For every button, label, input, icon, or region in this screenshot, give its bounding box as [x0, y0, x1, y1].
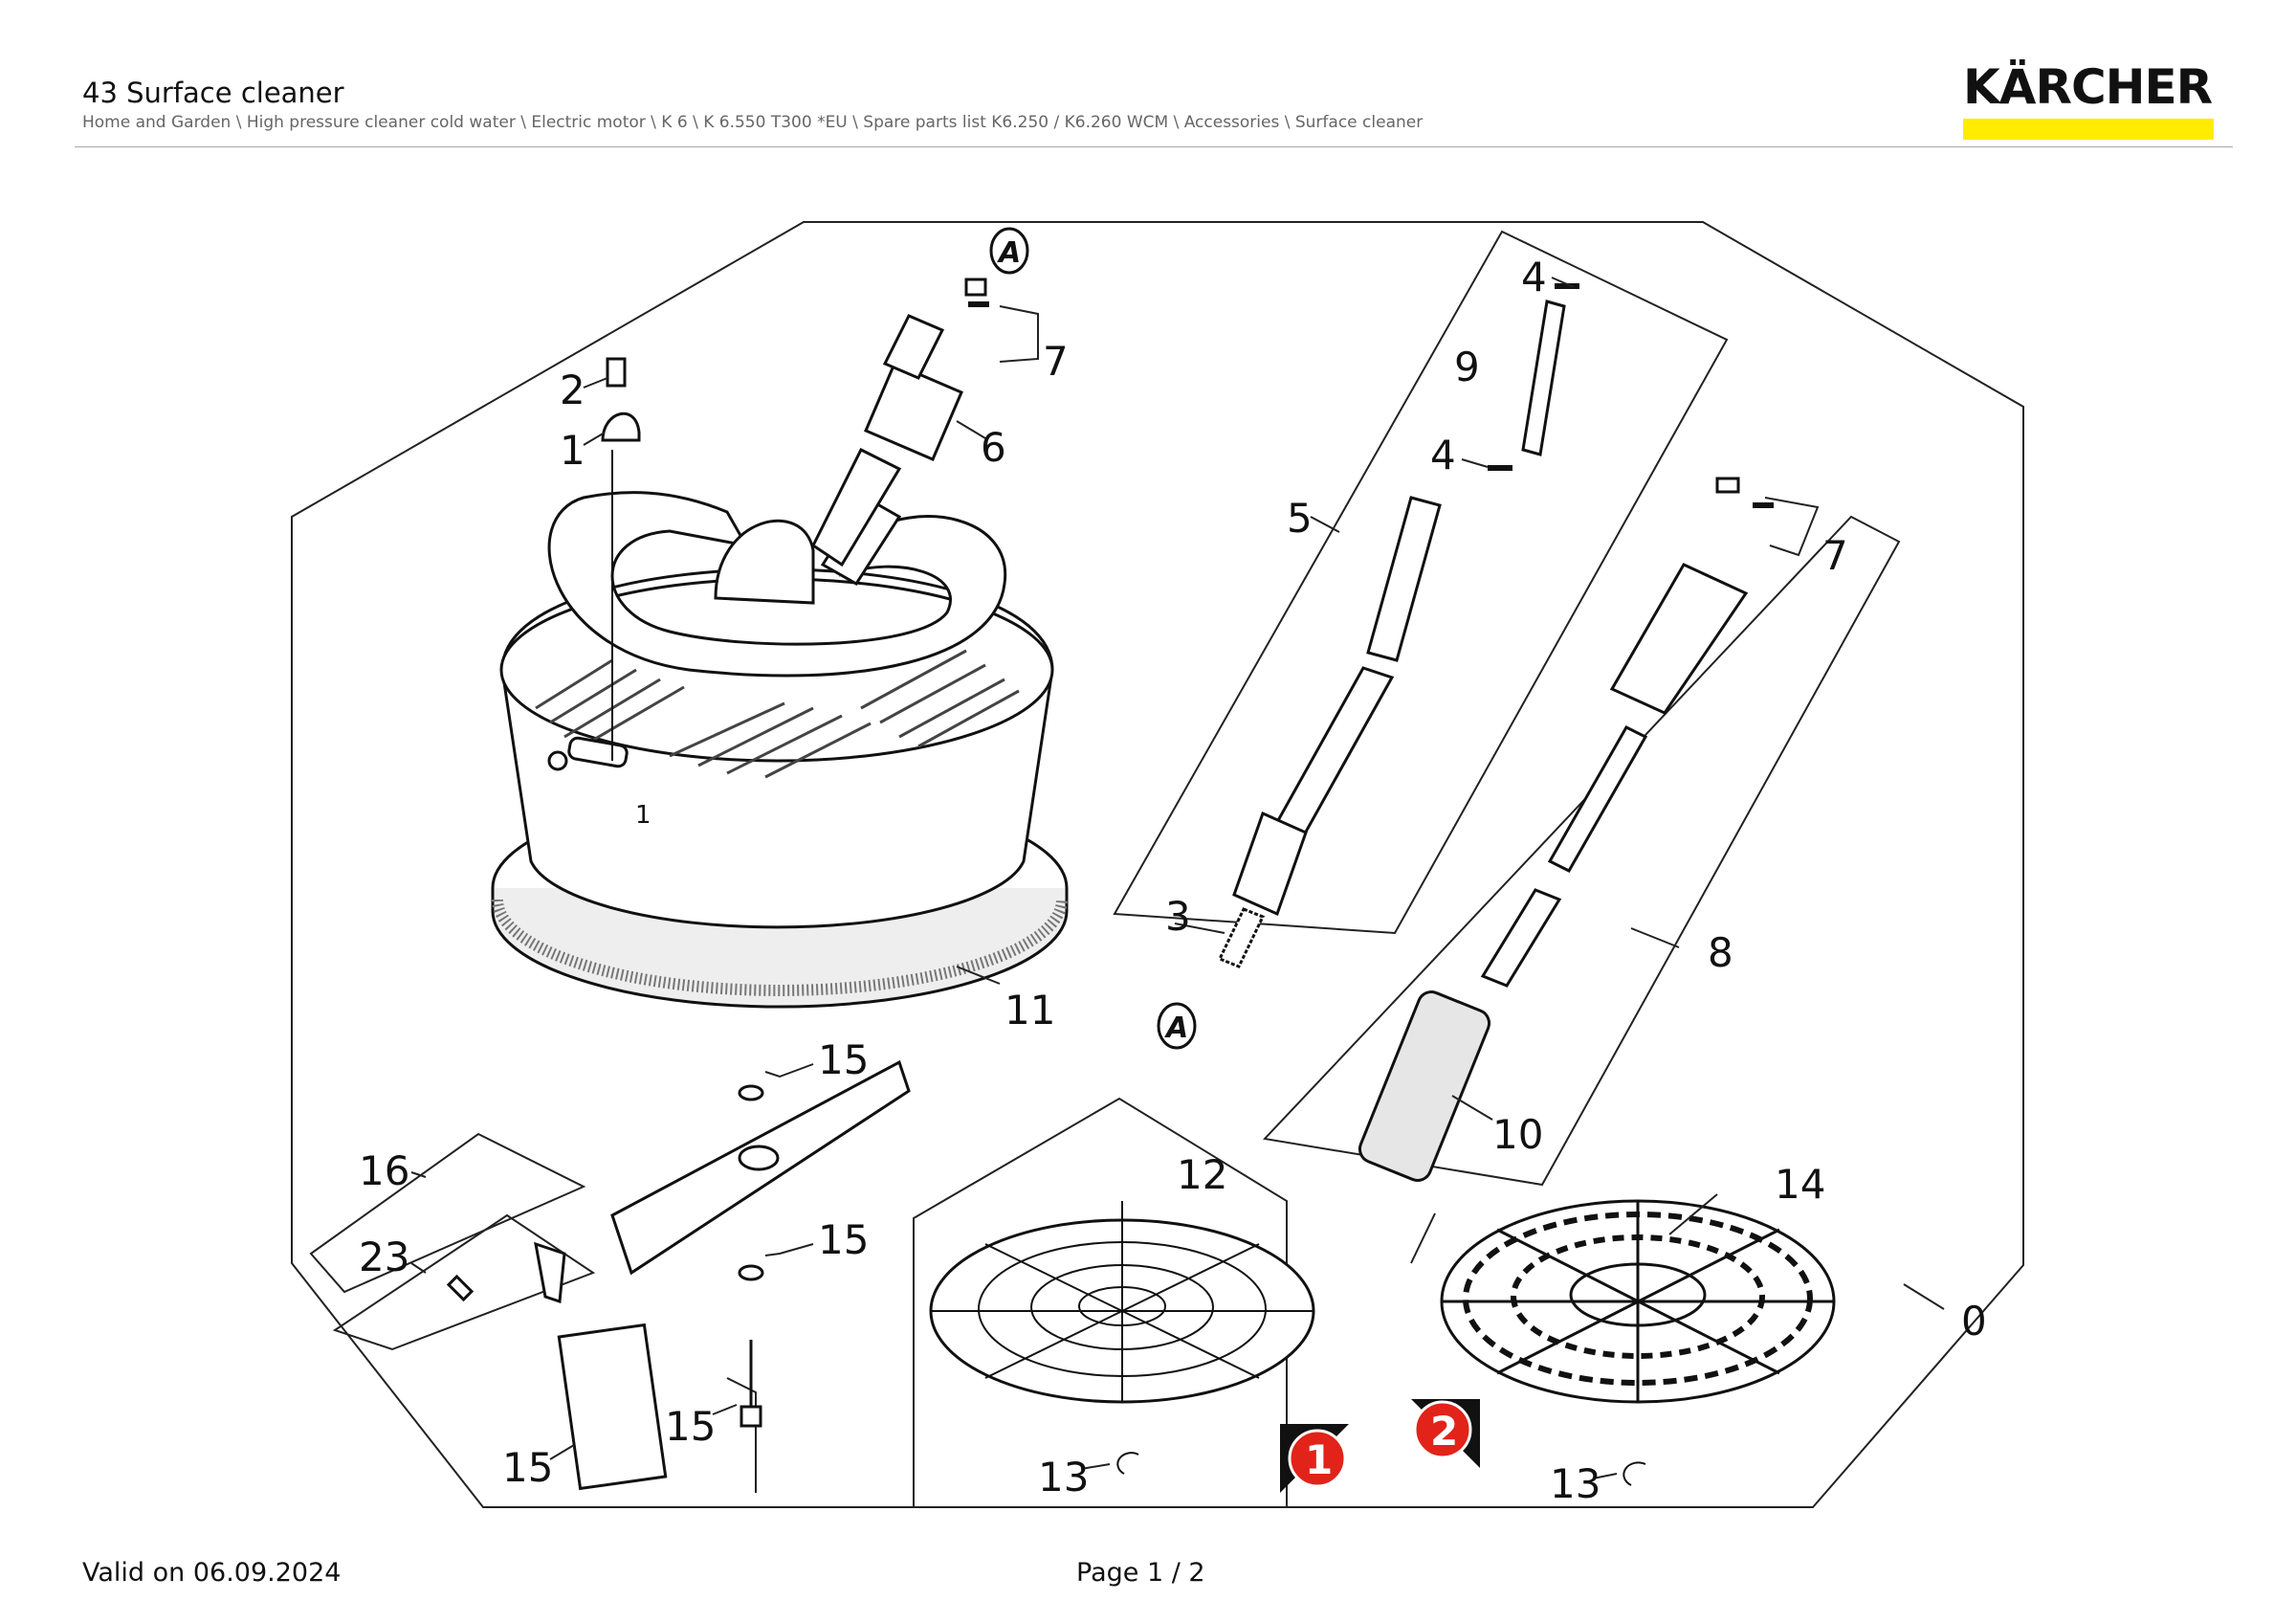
callout-0: 0: [1961, 1298, 1987, 1345]
callout-6: 6: [981, 424, 1006, 471]
callout-3: 3: [1165, 893, 1191, 940]
ref-marker-a-top-text: A: [997, 236, 1021, 270]
lance-group-8-outline: [1262, 515, 1901, 1187]
callout-14: 14: [1775, 1161, 1825, 1208]
header-divider: [75, 146, 2233, 147]
housing-mark-text: 1: [635, 801, 651, 830]
callout-11: 11: [1004, 987, 1055, 1034]
footer-page-number: Page 1 / 2: [1076, 1558, 1205, 1588]
callout-8: 8: [1708, 929, 1733, 976]
callout-7a: 7: [1043, 338, 1069, 385]
page-title: 43 Surface cleaner: [82, 77, 344, 109]
ref-marker-a-bottom-text: A: [1164, 1012, 1188, 1045]
small-parts-23-outline: [332, 1213, 596, 1351]
callout-12: 12: [1177, 1151, 1227, 1198]
callout-9: 9: [1454, 344, 1480, 390]
hose-connector-part: [811, 278, 989, 567]
variant-badge-1-text: 1: [1305, 1436, 1333, 1483]
brand-logo: KÄRCHER: [1963, 63, 2214, 140]
footer-valid-date: Valid on 06.09.2024: [82, 1558, 342, 1588]
callout-15d: 15: [502, 1444, 553, 1491]
bracket-15-line: [726, 1377, 757, 1493]
callout-13b: 13: [1550, 1460, 1601, 1507]
small-parts-16-outline: [309, 1132, 586, 1294]
lance-group-5-outline: [1113, 230, 1729, 935]
breadcrumb: Home and Garden \ High pressure cleaner …: [82, 113, 1424, 132]
rotor-arm-part: [446, 1059, 911, 1491]
ref-marker-a-top: A: [989, 227, 1029, 275]
callout-1: 1: [560, 427, 585, 474]
callout-13a: 13: [1038, 1454, 1089, 1501]
variant-badge-1: 1: [1280, 1424, 1349, 1493]
brand-logo-bar: [1963, 119, 2214, 140]
disc-14-part: [1440, 1199, 1836, 1404]
lance-tubes-5: [1217, 283, 1579, 968]
surface-cleaner-housing: 1: [491, 450, 1069, 1009]
callout-5: 5: [1287, 495, 1313, 542]
clip-13-left: [1116, 1452, 1139, 1475]
callout-15b: 15: [818, 1216, 869, 1263]
callout-7b: 7: [1822, 532, 1848, 579]
variant-badge-2-text: 2: [1430, 1408, 1458, 1455]
callout-4b: 4: [1430, 432, 1456, 478]
brand-logo-text: KÄRCHER: [1963, 59, 2213, 115]
disc-12-part: [929, 1201, 1315, 1404]
knob-part: [601, 357, 641, 442]
callout-15a: 15: [818, 1036, 869, 1083]
clip-13-right: [1623, 1461, 1646, 1486]
callout-15c: 15: [665, 1403, 716, 1450]
callout-16: 16: [359, 1147, 409, 1194]
variant-badge-2: 2: [1411, 1399, 1480, 1468]
ref-marker-a-bottom: A: [1157, 1002, 1197, 1050]
assembly-outline: [291, 221, 2024, 1508]
callout-23: 23: [359, 1234, 409, 1280]
lance-tubes-8: [1358, 477, 1774, 1182]
callout-2: 2: [560, 367, 585, 413]
callout-4a: 4: [1521, 254, 1547, 300]
callout-10: 10: [1492, 1111, 1543, 1158]
